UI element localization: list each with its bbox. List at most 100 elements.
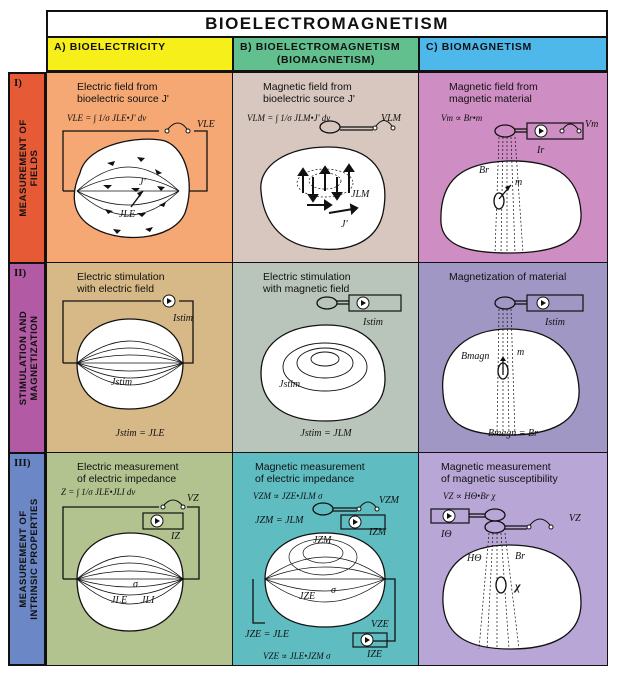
- susceptibility-figure: [430, 508, 582, 650]
- caption-line-2: with magnetic field: [263, 283, 350, 295]
- label-lead-field-e: JLE: [111, 595, 128, 606]
- label-voltage: VZ: [569, 513, 581, 524]
- equation: VZM ∝ JZE•JLM σ: [253, 491, 323, 501]
- caption-line-2: bioelectric source J': [263, 93, 355, 105]
- label-moment: m: [517, 347, 525, 358]
- equation: Bmagn = Br: [487, 428, 539, 439]
- row-label-line-2: FIELDS: [29, 149, 40, 187]
- row-label: STIMULATION AND MAGNETIZATION: [18, 311, 40, 406]
- label-current: IΘ: [441, 529, 452, 540]
- column-header-bioelectromagnetism: B) BIOELECTROMAGNETISM (BIOMAGNETISM): [232, 38, 420, 72]
- caption-line-2: bioelectric source J': [77, 93, 169, 105]
- column-header-bioelectricity: A) BIOELECTRICITY: [46, 38, 234, 72]
- electric-field-figure: [62, 122, 208, 239]
- column-header-sublabel: (BIOMAGNETISM): [276, 54, 376, 66]
- label-moment: m: [515, 177, 523, 188]
- caption-line-2: magnetic material: [449, 93, 532, 105]
- row-label-line-1: STIMULATION AND: [18, 310, 29, 406]
- cell-electric-stimulation-magnetic: Electric stimulation with magnetic field…: [232, 262, 420, 454]
- caption-line-1: Electric measurement: [77, 461, 179, 473]
- label-current-ze: IZE: [367, 649, 382, 660]
- label-current: Istim: [173, 313, 193, 324]
- label-current: Istim: [363, 317, 383, 328]
- cell-magnetic-field-measurement: Magnetic field from bioelectric source J…: [232, 72, 420, 264]
- cell-caption: Magnetic measurement of electric impedan…: [255, 461, 365, 485]
- label-field-b: Br: [479, 165, 489, 176]
- cell-caption: Electric field from bioelectric source J…: [77, 81, 169, 105]
- cell-electric-field-measurement: Electric field from bioelectric source J…: [46, 72, 234, 264]
- cell-caption: Electric stimulation with magnetic field: [263, 271, 351, 295]
- equation: Z = ∫ 1/σ JLE•JLI dv: [61, 487, 136, 497]
- label-source: J': [341, 219, 348, 230]
- cell-magnetization-of-material: Magnetization of material Istim Bmagn m …: [418, 262, 608, 454]
- equation-bottom: VZE ∝ JLE•JZM σ: [263, 651, 331, 661]
- label-lead-field-equality-m: JZM = JLM: [255, 515, 304, 526]
- row-header-intrinsic-properties: III) MEASUREMENT OF INTRINSIC PROPERTIES: [8, 452, 46, 666]
- cell-magnetic-material-field: Magnetic field from magnetic material Vm…: [418, 72, 608, 264]
- label-jze: JZE: [299, 591, 316, 602]
- label-susceptibility: χ: [515, 579, 521, 593]
- label-field-h: HΘ: [467, 553, 482, 564]
- caption-line-2: of magnetic susceptibility: [441, 473, 558, 485]
- caption-line-2: with electric field: [77, 283, 155, 295]
- row-number: II): [14, 267, 27, 279]
- equation: VZ ∝ HΘ•Br χ: [443, 491, 496, 501]
- equation: Jstim = JLM: [300, 428, 352, 439]
- label-field-b: Bmagn: [461, 351, 490, 362]
- caption-line-2: of electric impedance: [77, 473, 177, 485]
- column-header-label: B) BIOELECTROMAGNETISM: [240, 41, 401, 53]
- caption-line-1: Magnetic field from: [263, 81, 352, 93]
- label-current: Ir: [537, 145, 545, 156]
- magnetic-field-figure: [260, 120, 396, 251]
- label-voltage-ze: VZE: [371, 619, 389, 630]
- equation: VLE = ∫ 1/σ JLE•J' dv: [67, 113, 147, 123]
- row-header-measurement-of-fields: I) MEASUREMENT OF FIELDS: [8, 72, 46, 264]
- label-stim-current: Jstim: [279, 379, 301, 390]
- caption-line-1: Magnetization of material: [449, 271, 567, 283]
- cell-caption: Electric measurement of electric impedan…: [77, 461, 179, 485]
- electric-stimulation-figure: [62, 294, 194, 410]
- label-lead-field: JLE: [119, 209, 136, 220]
- cell-caption: Magnetic measurement of magnetic suscept…: [441, 461, 558, 485]
- electric-impedance-figure: [62, 499, 200, 632]
- caption-line-1: Magnetic field from: [449, 81, 538, 93]
- equation: Vm ∝ Br•m: [441, 113, 483, 123]
- row-label-line-1: MEASUREMENT OF: [18, 510, 29, 608]
- label-jzm: JZM: [313, 535, 332, 546]
- cell-caption: Magnetization of material: [449, 271, 566, 283]
- label-voltage: Vm: [585, 119, 599, 130]
- label-stim-current: Jstim: [111, 377, 133, 388]
- cell-electric-impedance-electric: Electric measurement of electric impedan…: [46, 452, 234, 666]
- label-current: IZ: [171, 531, 180, 542]
- equation: Jstim = JLE: [115, 428, 165, 439]
- column-header-biomagnetism: C) BIOMAGNETISM: [418, 38, 608, 72]
- diagram-title: BIOELECTROMAGNETISM: [46, 10, 608, 38]
- cell-caption: Electric stimulation with electric field: [77, 271, 165, 295]
- cell-magnetic-susceptibility: Magnetic measurement of magnetic suscept…: [418, 452, 608, 666]
- row-label: MEASUREMENT OF FIELDS: [18, 119, 40, 216]
- cell-caption: Magnetic field from magnetic material: [449, 81, 538, 105]
- row-label-line-2: MAGNETIZATION: [29, 315, 40, 401]
- column-header-label: C) BIOMAGNETISM: [426, 41, 532, 53]
- row-label-line-2: INTRINSIC PROPERTIES: [29, 498, 40, 620]
- caption-line-1: Electric stimulation: [263, 271, 351, 283]
- label-conductivity: σ: [331, 585, 336, 596]
- label-voltage: VZM: [379, 495, 399, 506]
- row-label-line-1: MEASUREMENT OF: [18, 119, 29, 217]
- column-header-label: A) BIOELECTRICITY: [54, 41, 166, 53]
- label-voltage: VLM: [381, 113, 401, 124]
- cell-electric-stimulation-electric: Electric stimulation with electric field…: [46, 262, 234, 454]
- label-lead-field-equality-e: JZE = JLE: [245, 629, 289, 640]
- caption-line-1: Magnetic measurement: [441, 461, 551, 473]
- row-number: III): [14, 457, 31, 469]
- cell-electric-impedance-magnetic: Magnetic measurement of electric impedan…: [232, 452, 420, 666]
- magnetic-impedance-figure: [252, 501, 396, 648]
- magnetization-figure: [442, 294, 584, 436]
- label-field-b: Br: [515, 551, 525, 562]
- label-source: J': [139, 177, 146, 188]
- cell-caption: Magnetic field from bioelectric source J…: [263, 81, 355, 105]
- label-current: IZM: [369, 527, 387, 538]
- label-voltage: VZ: [187, 493, 199, 504]
- equation: VLM = ∫ 1/σ JLM•J' dv: [247, 113, 331, 123]
- row-header-stimulation-magnetization: II) STIMULATION AND MAGNETIZATION: [8, 262, 46, 454]
